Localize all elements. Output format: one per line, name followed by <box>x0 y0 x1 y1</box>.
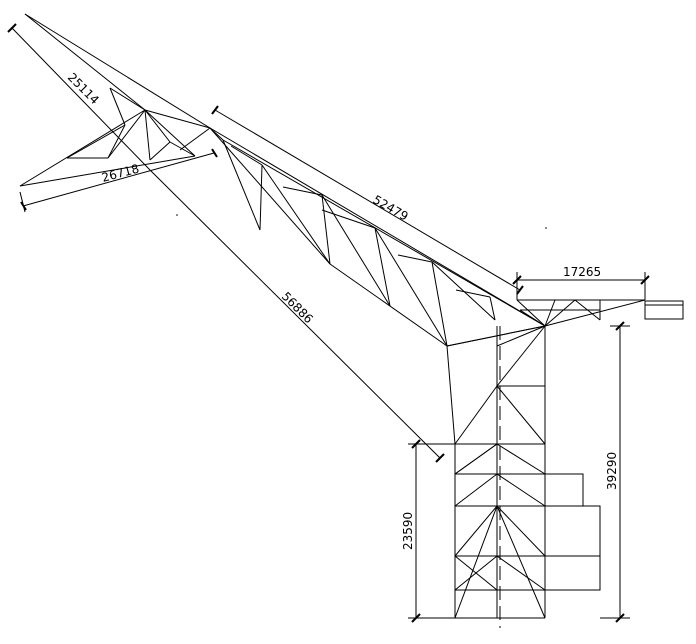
dimension-lines <box>7 23 650 623</box>
dim-label-17265: 17265 <box>563 265 601 279</box>
dim-label-56886: 56886 <box>279 289 316 326</box>
upper-jib <box>19 13 211 187</box>
counter-jib <box>516 299 684 327</box>
dim-label-23590: 23590 <box>401 512 415 550</box>
tower-structure <box>446 325 601 628</box>
dim-label-52479: 52479 <box>371 192 411 223</box>
main-boom <box>209 127 546 347</box>
dim-label-26718: 26718 <box>100 161 141 184</box>
dim-label-39290: 39290 <box>605 452 619 490</box>
